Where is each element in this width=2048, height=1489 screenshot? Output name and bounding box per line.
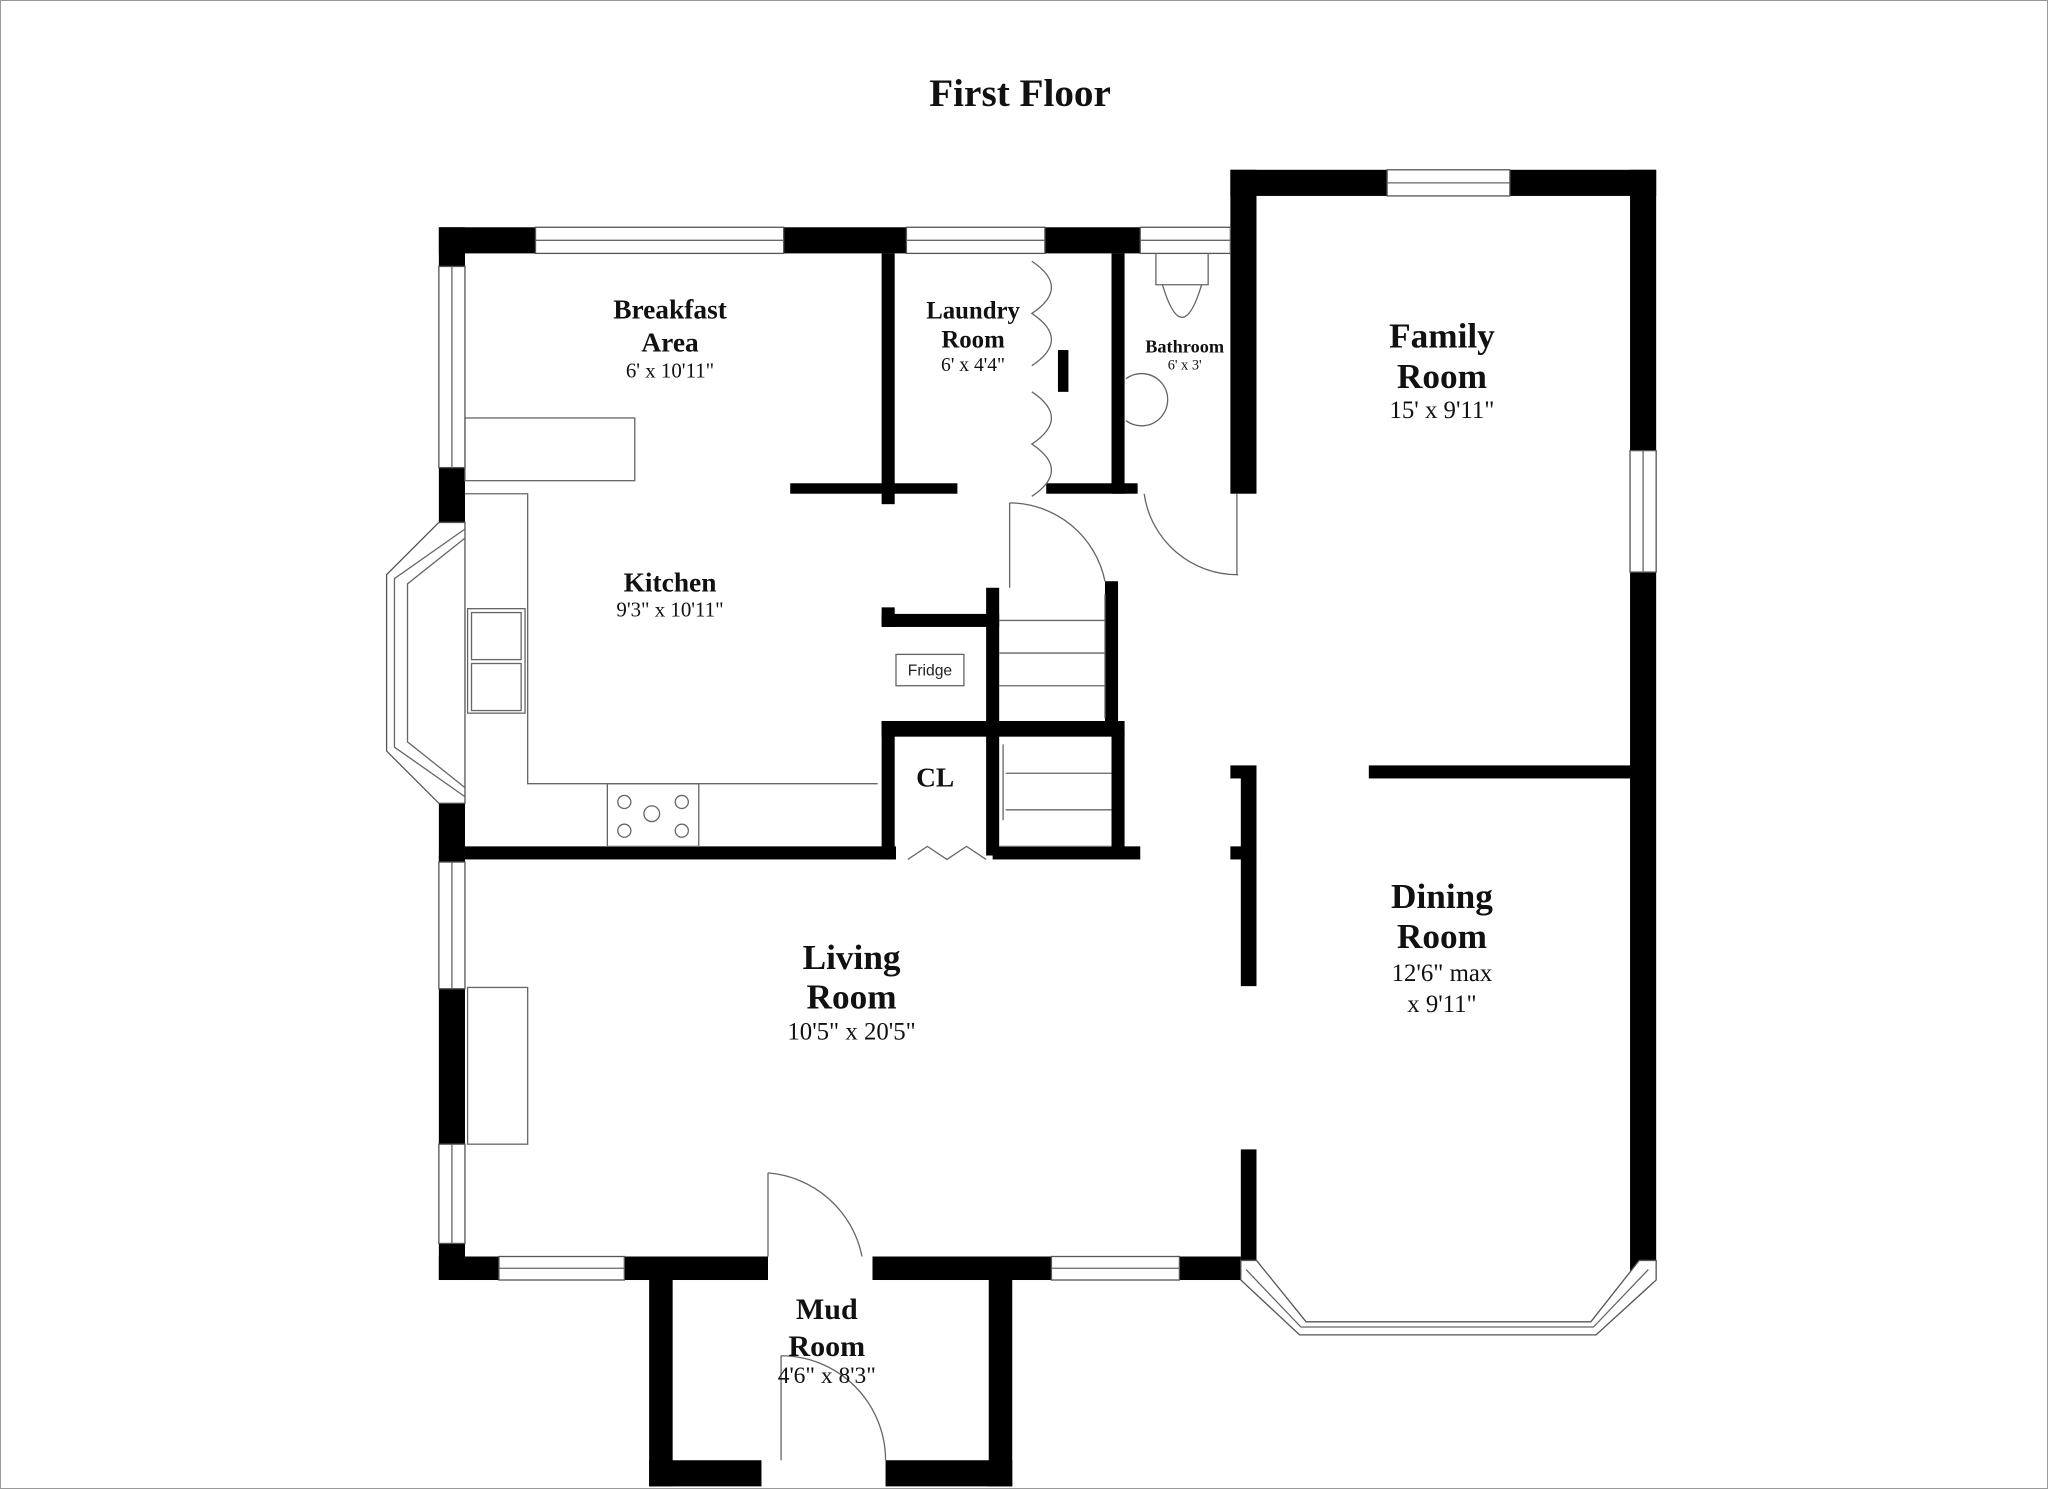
kitchen-dims: 9'3" x 10'11" (616, 598, 723, 622)
floor-title: First Floor (929, 72, 1111, 115)
breakfast-dims: 6' x 10'11" (626, 358, 714, 382)
breakfast-label-2: Area (641, 327, 699, 357)
bathroom-dims: 6' x 3' (1168, 358, 1202, 374)
mud-label-2: Room (788, 1330, 865, 1363)
closet-label: CL (916, 762, 954, 792)
breakfast-label: Breakfast (613, 295, 727, 325)
kitchen-label: Kitchen (624, 568, 717, 598)
room-labels: Breakfast Area 6' x 10'11" Laundry Room … (613, 295, 1495, 1389)
dining-label-2: Room (1397, 917, 1487, 956)
family-dims: 15' x 9'11" (1389, 397, 1494, 424)
dining-dims-2: x 9'11" (1407, 991, 1476, 1018)
fixtures (464, 253, 1239, 1461)
laundry-label: Laundry (926, 298, 1020, 325)
mud-dims: 4'6" x 8'3" (778, 1363, 876, 1389)
living-dims: 10'5" x 20'5" (787, 1019, 915, 1046)
living-label: Living (803, 938, 901, 977)
laundry-dims: 6' x 4'4" (941, 355, 1005, 376)
mud-label: Mud (796, 1293, 858, 1326)
dining-label: Dining (1391, 877, 1493, 916)
dining-dims: 12'6" max (1392, 960, 1493, 987)
living-label-2: Room (807, 977, 897, 1016)
laundry-label-2: Room (941, 326, 1005, 353)
family-label-2: Room (1397, 357, 1487, 396)
family-label: Family (1389, 316, 1495, 355)
fridge-label: Fridge (908, 662, 953, 679)
bathroom-label: Bathroom (1145, 337, 1224, 357)
stairs (999, 594, 1112, 848)
windows (385, 169, 1657, 1336)
